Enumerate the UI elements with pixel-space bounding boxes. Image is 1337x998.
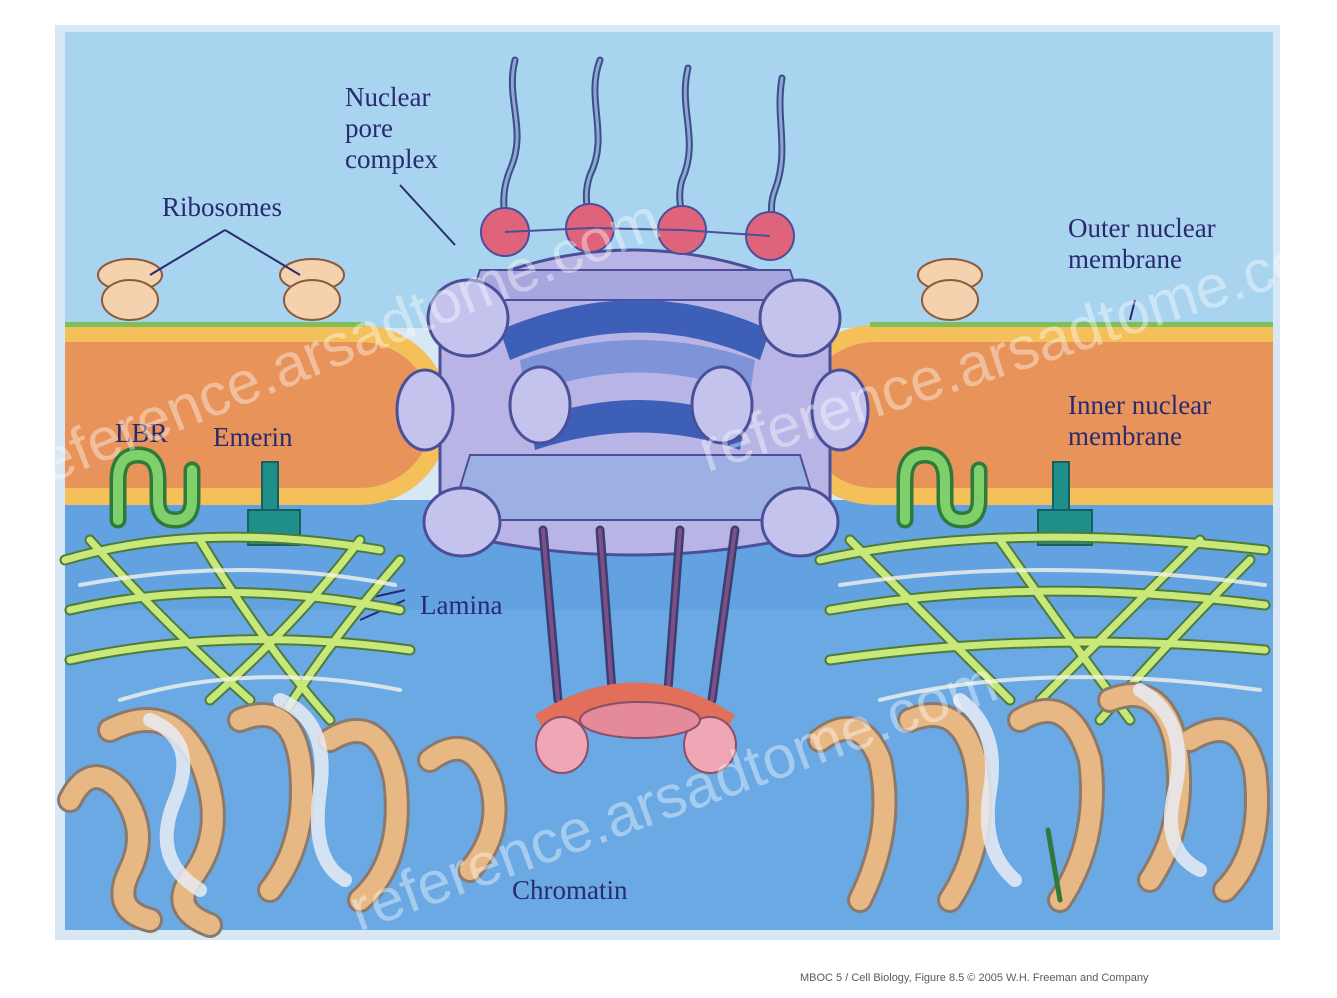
label-emerin: Emerin [213, 422, 292, 453]
label-lbr: LBR [115, 418, 168, 449]
label-lamina: Lamina [420, 590, 502, 621]
figure-credit: MBOC 5 / Cell Biology, Figure 8.5 © 2005… [800, 972, 1320, 984]
label-outer-nuclear-membrane: Outer nuclear membrane [1068, 213, 1216, 275]
label-chromatin: Chromatin [512, 875, 628, 906]
label-ribosomes: Ribosomes [162, 192, 282, 223]
ribosome [918, 259, 982, 320]
label-inner-nuclear-membrane: Inner nuclear membrane [1068, 390, 1211, 452]
label-nuclear-pore-complex: Nuclear pore complex [345, 82, 438, 175]
ribosome [98, 259, 162, 320]
